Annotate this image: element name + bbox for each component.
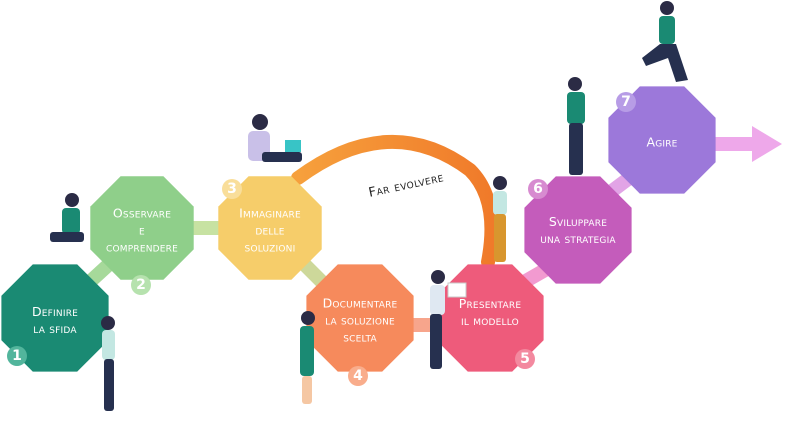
step-1-number: 1 bbox=[12, 348, 22, 364]
step-7-octagon bbox=[608, 86, 716, 194]
step-7-number: 7 bbox=[621, 94, 631, 110]
step-2-number: 2 bbox=[136, 277, 146, 293]
forward-arrow-icon bbox=[712, 126, 782, 162]
figure-person-laptop bbox=[248, 114, 302, 162]
step-5-number: 5 bbox=[520, 351, 530, 367]
step-3-octagon bbox=[218, 176, 322, 280]
steps bbox=[1, 86, 716, 386]
step-6-number-badge bbox=[528, 179, 548, 199]
figure-person-standing bbox=[101, 316, 115, 411]
figure-person-running bbox=[642, 1, 688, 82]
step-6-octagon bbox=[524, 176, 632, 284]
step-1-number-badge bbox=[7, 346, 27, 366]
step-3-number-badge bbox=[222, 179, 242, 199]
figure-person-woman-green bbox=[300, 311, 315, 404]
step-7-label: Agire bbox=[646, 134, 678, 150]
step-5-number-badge bbox=[515, 349, 535, 369]
evolve-arc bbox=[291, 134, 499, 269]
step-4-number: 4 bbox=[353, 368, 363, 384]
figure-person-pointing bbox=[493, 176, 507, 262]
figure-person-kneeling bbox=[50, 193, 84, 242]
step-4-octagon bbox=[306, 264, 414, 372]
step-4-number-badge bbox=[348, 366, 368, 386]
step-1-octagon bbox=[1, 264, 109, 372]
figure-person-presenter bbox=[430, 270, 467, 369]
step-2-octagon bbox=[90, 176, 194, 280]
step-2-number-badge bbox=[131, 275, 151, 295]
step-3-number: 3 bbox=[227, 181, 237, 197]
step-6-number: 6 bbox=[533, 181, 543, 197]
step-7-number-badge bbox=[616, 92, 636, 112]
figure-person-thinking bbox=[567, 77, 585, 175]
